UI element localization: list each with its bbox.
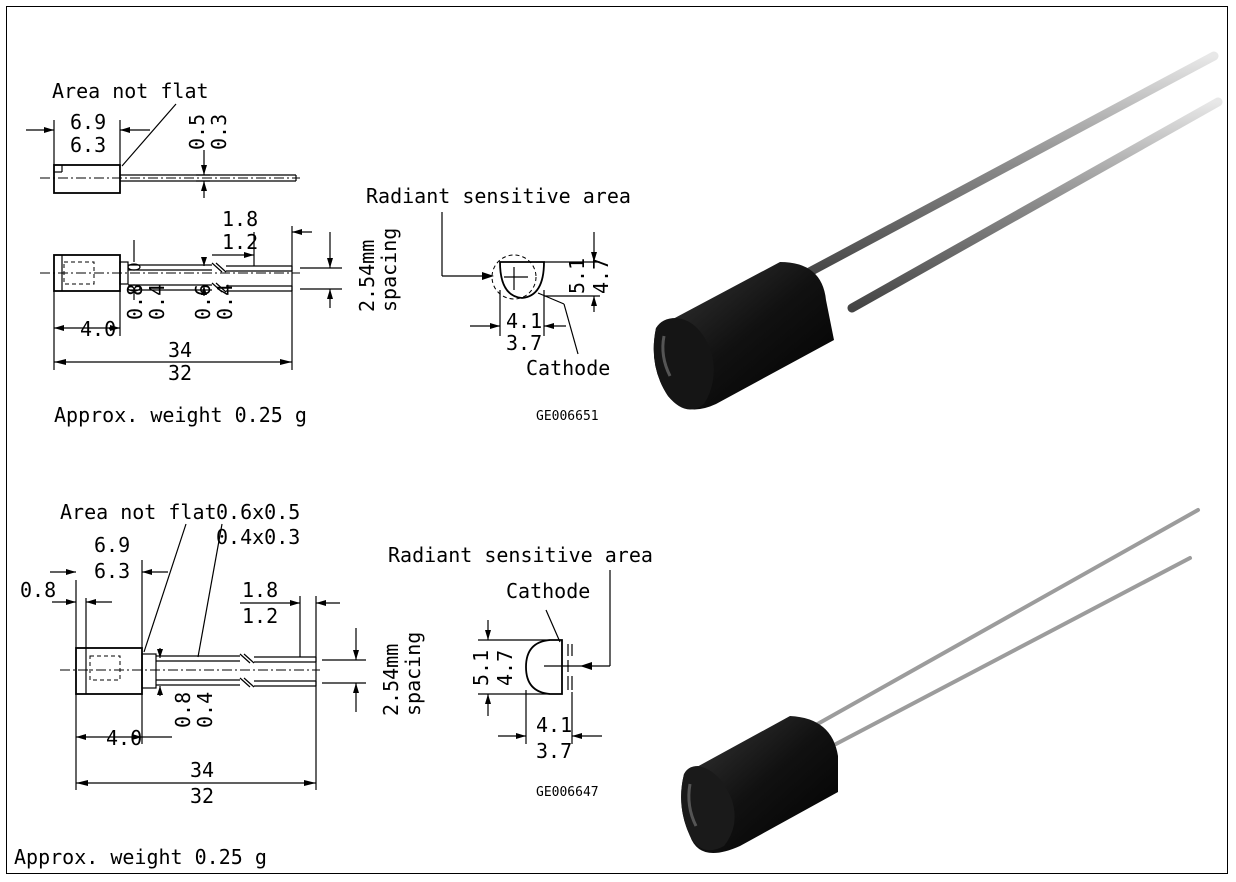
bottom-cathode-label: Cathode <box>506 579 590 603</box>
top-dim-width-max: 4.1 <box>506 309 542 333</box>
bottom-dim-lead-section-min: 0.4x0.3 <box>216 525 300 549</box>
top-weight-label: Approx. weight 0.25 g <box>54 403 307 427</box>
bottom-weight-label: Approx. weight 0.25 g <box>14 845 267 869</box>
top-front-view <box>441 212 600 355</box>
bottom-dim-body-length: 4.0 <box>106 726 142 750</box>
component-photo-top <box>653 51 1223 410</box>
bottom-dim-total-min: 32 <box>190 784 214 808</box>
bottom-dim-width-min: 3.7 <box>536 739 572 763</box>
top-dim-lead-width-max: 0.8 <box>123 284 147 320</box>
bottom-dim-height-max: 5.1 <box>469 650 493 686</box>
bottom-dim-height-min: 4.7 <box>493 650 517 686</box>
bottom-dim-lead-width-min: 0.4 <box>193 692 217 728</box>
bottom-dim-pitch-value: 2.54mm <box>379 644 403 716</box>
top-dim-lead-max: 1.8 <box>222 207 258 231</box>
top-dim-height-min: 4.7 <box>589 258 613 294</box>
top-radiant-sensitive-label: Radiant sensitive area <box>366 184 631 208</box>
bottom-area-not-flat-label: Area not flat <box>60 500 217 524</box>
top-dim-height-max: 5.1 <box>565 258 589 294</box>
top-dim-pitch-value: 2.54mm <box>355 240 379 312</box>
top-dim-total-min: 32 <box>168 361 192 385</box>
bottom-dim-total-max: 34 <box>190 758 214 782</box>
bottom-dim-length-max: 6.9 <box>94 533 130 557</box>
top-dim-body-length: 4.0 <box>80 317 116 341</box>
top-top-view <box>40 226 342 370</box>
bottom-dim-lead-width-max: 0.8 <box>171 692 195 728</box>
bottom-package-drawing: Area not flat 0.6x0.5 0.4x0.3 6.9 6.3 0.… <box>14 500 653 869</box>
top-side-view <box>26 103 300 198</box>
top-dim-lead-min: 1.2 <box>222 230 258 254</box>
top-dim-length-min: 6.3 <box>70 133 106 157</box>
top-drawing-code: GE006651 <box>536 409 599 424</box>
drawing-frame <box>6 6 1228 874</box>
bottom-dim-width-max: 4.1 <box>536 713 572 737</box>
top-dim-lead-gap-min: 0.4 <box>213 284 237 320</box>
bottom-radiant-sensitive-label: Radiant sensitive area <box>388 543 653 567</box>
top-package-drawing: Area not flat 6.9 6.3 0.5 0.3 <box>26 79 631 427</box>
bottom-top-view <box>50 523 366 790</box>
top-cathode-label: Cathode <box>526 356 610 380</box>
component-photo-bottom <box>681 508 1200 854</box>
bottom-dim-lead-section-max: 0.6x0.5 <box>216 500 300 524</box>
top-dim-length-max: 6.9 <box>70 110 106 134</box>
bottom-dim-lead-min: 1.2 <box>242 604 278 628</box>
bottom-dim-offset: 0.8 <box>20 578 56 602</box>
top-dim-lead-width-min: 0.4 <box>145 284 169 320</box>
bottom-dim-pitch-text: spacing <box>401 632 425 716</box>
top-dim-pitch-text: spacing <box>377 228 401 312</box>
top-dim-width-min: 3.7 <box>506 331 542 355</box>
bottom-front-view <box>478 570 611 744</box>
top-dim-thickness-max: 0.5 <box>185 114 209 150</box>
bottom-dim-length-min: 6.3 <box>94 559 130 583</box>
bottom-drawing-code: GE006647 <box>536 785 599 800</box>
top-dim-lead-gap-max: 0.6 <box>191 284 215 320</box>
bottom-dim-lead-max: 1.8 <box>242 578 278 602</box>
top-area-not-flat-label: Area not flat <box>52 79 209 103</box>
top-dim-total-max: 34 <box>168 338 192 362</box>
top-dim-thickness-min: 0.3 <box>207 114 231 150</box>
